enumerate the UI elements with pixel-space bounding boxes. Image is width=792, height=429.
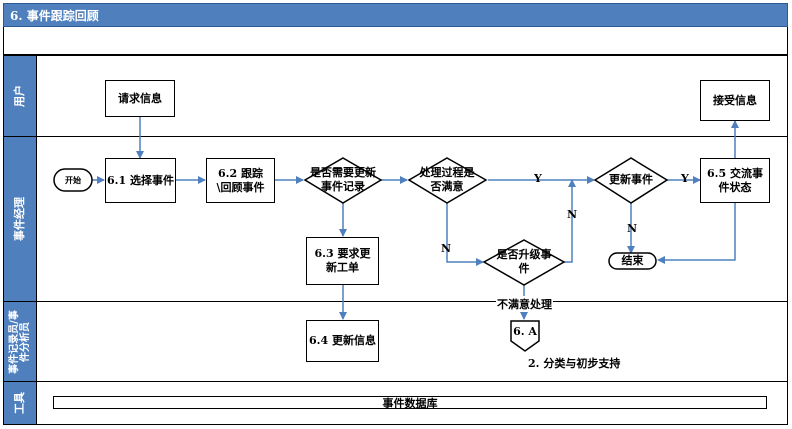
diagram-title: 6. 事件跟踪回顾 <box>10 9 99 23</box>
select-event-box: 6.1 选择事件 <box>105 158 176 203</box>
track-review-box: 6.2 跟踪\回顾事件 <box>206 158 275 203</box>
edge-label-n-upgrade: N <box>567 208 578 221</box>
blank-row <box>3 27 788 55</box>
start-terminal-shape <box>53 168 93 192</box>
lane-tools: 工具 <box>3 382 788 425</box>
lane-recorder: 事件记录员/事件分析员 <box>3 302 788 382</box>
end-terminal-shape <box>608 252 657 270</box>
edge-label-unsatisfied: 不满意处理 <box>496 296 553 312</box>
update-info-box: 6.4 更新信息 <box>306 320 379 362</box>
edge-label-n-update: N <box>627 222 638 235</box>
edge-upgrade-update-n <box>564 179 576 263</box>
title-bar: 6. 事件跟踪回顾 <box>3 3 788 27</box>
request-info-box: 请求信息 <box>105 80 175 117</box>
lane-header-recorder: 事件记录员/事件分析员 <box>4 302 37 381</box>
decision-update-event-shape <box>593 157 669 204</box>
edge-label-y-process: Y <box>534 172 542 185</box>
request-update-box: 6.3 要求更新工单 <box>306 237 379 285</box>
classify-support-label: 2. 分类与初步支持 <box>528 357 621 370</box>
decision-need-update-shape <box>303 157 383 204</box>
accept-info-box: 接受信息 <box>700 80 770 121</box>
edge-exchange-end <box>657 203 736 264</box>
edge-process-upgrade-n <box>446 203 484 266</box>
exchange-state-box: 6.5 交流事件状态 <box>700 158 770 203</box>
event-database-bar: 事件数据库 <box>53 396 767 410</box>
edge-label-n-process: N <box>441 242 452 255</box>
lane-user: 用户 <box>3 55 788 137</box>
lane-header-manager: 事件经理 <box>4 137 37 301</box>
edge-label-y-update: Y <box>681 172 689 185</box>
lane-header-user: 用户 <box>4 56 37 136</box>
lane-header-tools: 工具 <box>4 382 37 424</box>
decision-upgrade-shape <box>482 239 566 286</box>
decision-process-ok-shape <box>407 157 488 204</box>
offpage-connector-shape <box>510 320 540 352</box>
